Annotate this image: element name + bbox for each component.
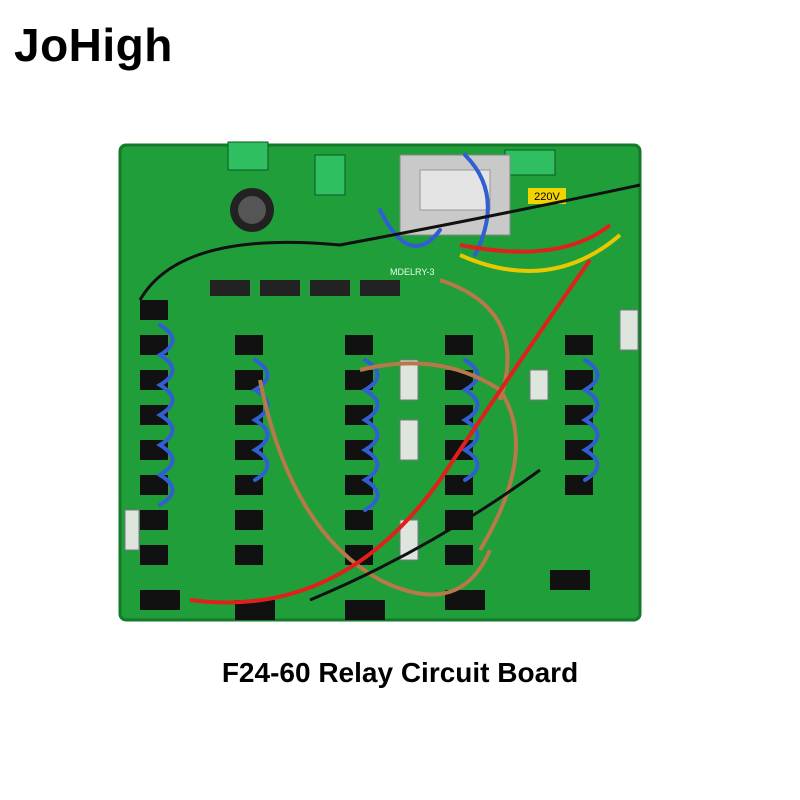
- terminal-block: [504, 149, 556, 176]
- relay-array: [140, 300, 593, 620]
- yellow-wire: [459, 233, 622, 273]
- terminal-block: [314, 154, 346, 196]
- red-wire: [189, 258, 592, 605]
- voltage-label: [528, 188, 566, 204]
- voltage-text: 220V: [534, 191, 560, 203]
- terminal-block: [227, 141, 269, 171]
- brand-logo: JoHigh: [14, 19, 173, 71]
- model-text: MDELRY-3: [390, 267, 435, 277]
- blue-wires: [156, 153, 600, 512]
- side-connectors: [124, 309, 639, 561]
- relay-board-photo: 220V MDELRY-3: [118, 141, 642, 622]
- pcb-board: [120, 145, 640, 620]
- black-wire: [138, 183, 641, 602]
- ic-row: [210, 280, 400, 296]
- product-caption: F24-60 Relay Circuit Board: [221, 657, 579, 688]
